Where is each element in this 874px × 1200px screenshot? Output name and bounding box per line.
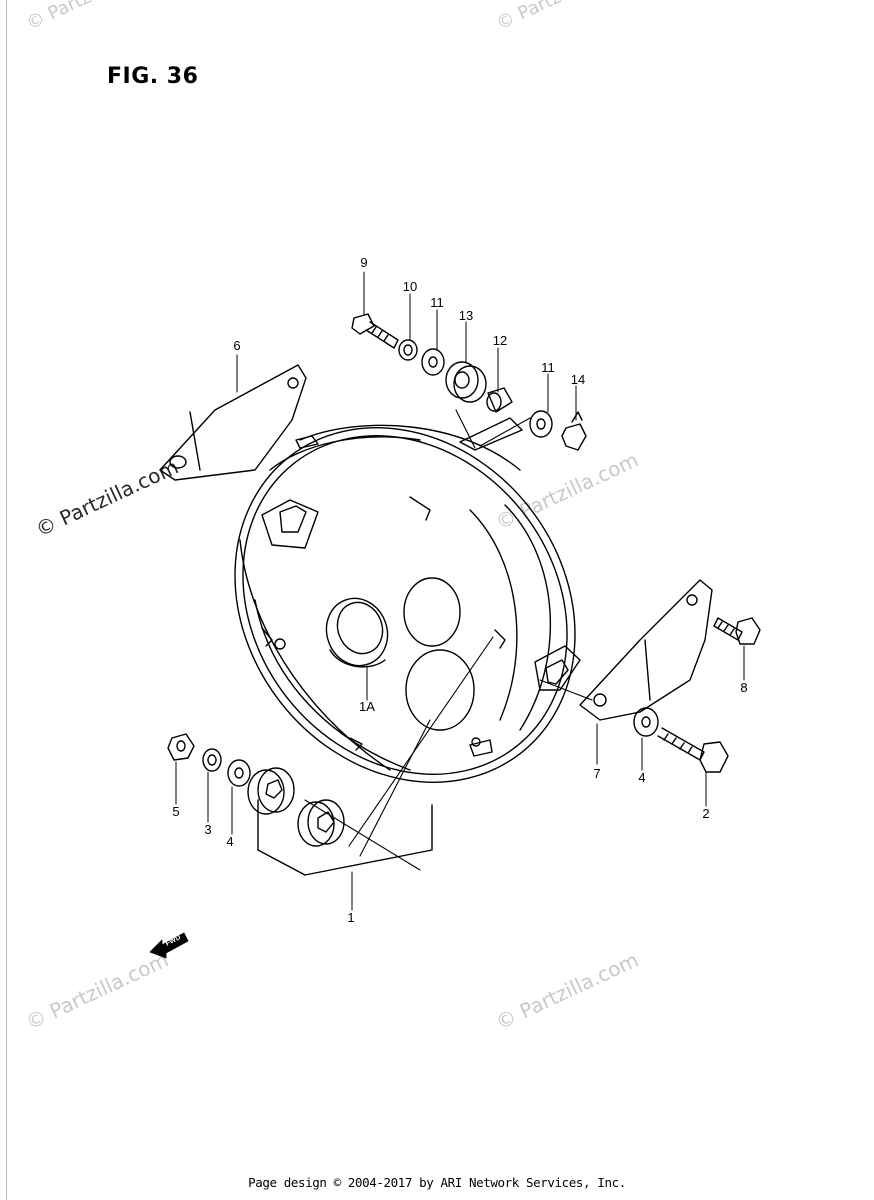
housing-socket-right [534,645,581,691]
callout-11-right: 11 [541,360,555,375]
callout-13: 13 [459,308,473,323]
housing-inner-hole-lower [405,649,475,731]
callout-1a: 1A [359,699,375,714]
fwd-arrow-icon: FWD [149,932,189,959]
watermark-bottom-left: © Partzilla.com [22,948,172,1035]
callout-1: 1 [347,910,354,925]
figure-title: FIG. 36 [107,64,199,89]
callout-9: 9 [360,255,367,270]
callout-6: 6 [233,338,240,353]
page-footer: Page design © 2004-2017 by ARI Network S… [248,1175,626,1190]
grommet-1a [325,597,389,668]
callout-10: 10 [403,279,417,294]
watermark-main: © Partzilla.com [32,455,182,542]
bolt-8 [713,617,761,645]
watermark-bottom-right: © Partzilla.com [492,948,642,1035]
callout-4-right: 4 [638,770,645,785]
headlight-housing [234,424,581,783]
bracket-7 [579,579,713,721]
lower-left-hardware [167,733,433,876]
callout-8: 8 [740,680,747,695]
callout-11-upper: 11 [430,295,444,310]
bracket-6 [159,364,307,481]
assembly-leader-lines [304,409,593,871]
callout-3: 3 [204,822,211,837]
housing-inner-hole-upper [403,577,461,647]
callout-numbers: 9 10 11 13 12 11 14 6 8 1A 7 4 2 5 3 4 1 [172,255,747,925]
callout-7: 7 [593,766,600,781]
callout-5: 5 [172,804,179,819]
callout-4-left: 4 [226,834,233,849]
faint-watermarks: © Partzilla.com © Partzilla.com © Partzi… [22,0,642,1035]
watermark-top-left: © Partzilla.com [23,0,158,35]
page-left-rule [6,0,7,1200]
watermark-top-right: © Partzilla.com [493,0,628,35]
callout-leaders [175,271,745,911]
callout-14: 14 [571,372,585,387]
upper-mount-hardware [351,313,587,451]
housing-top-mount [459,417,523,451]
callout-2: 2 [702,806,709,821]
callout-12: 12 [493,333,507,348]
lower-right-hardware [633,707,729,773]
housing-socket-left [261,499,319,549]
